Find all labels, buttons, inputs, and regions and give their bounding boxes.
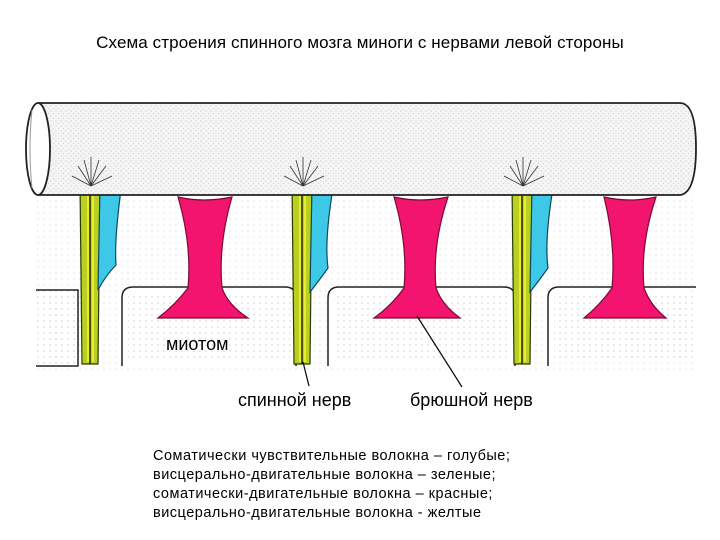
legend: Соматически чувствительные волокна – гол… bbox=[153, 447, 510, 523]
nerve-root-fibers bbox=[71, 157, 545, 187]
myotome-block bbox=[36, 289, 79, 367]
dorsal-nerve-label: спинной нерв bbox=[238, 390, 352, 410]
legend-line: висцерально-двигательные волокна - желты… bbox=[153, 505, 482, 521]
ventral-nerve-pointer bbox=[416, 315, 463, 388]
ventral-nerves bbox=[156, 196, 668, 319]
spinal-cord bbox=[25, 102, 697, 196]
diagram-title: Схема строения спинного мозга миноги с н… bbox=[96, 33, 624, 52]
spinal-cord-body bbox=[37, 102, 697, 196]
ventral-nerve-3 bbox=[582, 196, 668, 319]
ventral-nerve-label: брюшной нерв bbox=[410, 390, 533, 410]
ventral-nerve-1 bbox=[156, 196, 251, 319]
legend-line: Соматически чувствительные волокна – гол… bbox=[153, 448, 511, 464]
dorsal-nerve-pointer bbox=[302, 361, 310, 387]
legend-line: висцерально-двигательные волокна – зелен… bbox=[153, 467, 497, 483]
legend-line: соматически-двигательные волокна – красн… bbox=[153, 486, 493, 502]
dorsal-nerve-yellow-fiber bbox=[87, 188, 94, 362]
dorsal-nerve-yellow-fiber bbox=[299, 188, 306, 362]
dorsal-nerve-yellow-fiber bbox=[519, 188, 526, 362]
spinal-cord-cut-end bbox=[25, 102, 51, 196]
myotome-label: миотом bbox=[166, 334, 229, 354]
label-pointers bbox=[302, 315, 463, 388]
ventral-nerve-2 bbox=[372, 196, 462, 319]
